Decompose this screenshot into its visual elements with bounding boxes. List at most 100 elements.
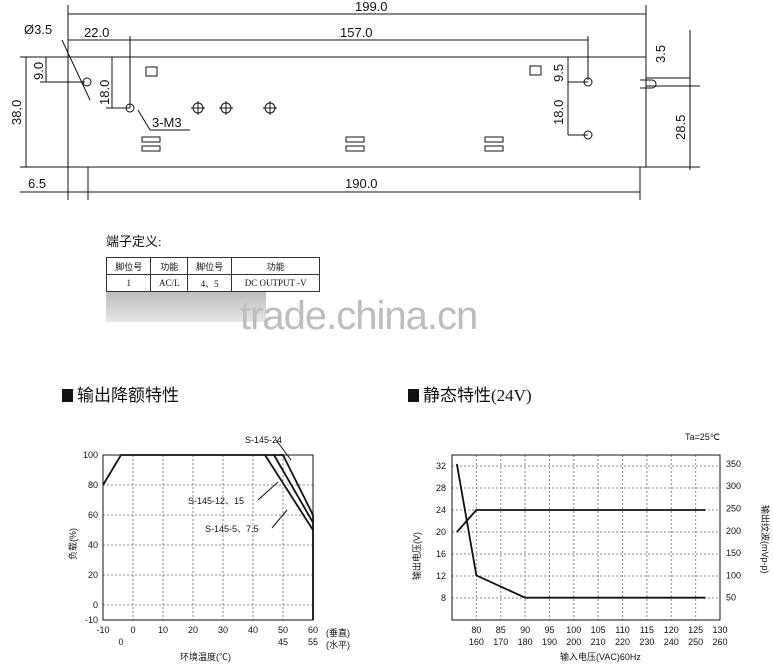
table-header-row: 脚位号 功能 脚位号 功能 [105, 257, 320, 275]
x-tick-label-secondary: 180 [518, 637, 533, 647]
table-header-cell: 脚位号 [105, 257, 152, 275]
terminal-slot [345, 145, 365, 152]
mount-hole [583, 77, 593, 87]
dim-hole-diameter: Ø3.5 [24, 22, 52, 37]
x-tick-label: 115 [640, 625, 654, 635]
y-tick-label: -10 [85, 615, 98, 625]
table-cell: DC OUTPUT -V [231, 274, 320, 292]
x-tick-label: 95 [544, 625, 554, 635]
table-header-cell: 功能 [231, 257, 320, 275]
derating-ylabel: 负载(%) [67, 528, 78, 560]
series-line [264, 454, 314, 531]
table-cell: 1 [105, 274, 152, 292]
dim-right-height: 28.5 [673, 115, 688, 140]
dim-overall-width: 199.0 [355, 0, 388, 14]
x-tick-label: 120 [664, 625, 679, 635]
x-tick-label: 110 [615, 625, 629, 635]
y-right-tick-label: 250 [726, 504, 741, 514]
terminal-slot [141, 136, 161, 143]
pin-table: 脚位号 功能 脚位号 功能 1 AC/L 4、5 DC OUTPUT -V [105, 257, 320, 292]
y-left-tick-label: 32 [436, 461, 446, 471]
x-tick-label: 85 [496, 625, 506, 635]
watermark: trade.china.cn [240, 294, 478, 338]
x-tick-label: 30 [218, 625, 228, 635]
y-tick-label: 0 [93, 600, 98, 610]
x-tick-label: 0 [130, 625, 135, 635]
x-tick-label-secondary: 45 [278, 637, 288, 647]
static-ylabel-right: 输出纹波(mVp-p) [760, 505, 771, 574]
x-tick-label-secondary: 260 [712, 637, 727, 647]
x-tick-label-secondary: 210 [591, 637, 606, 647]
x-tick-label: 105 [591, 625, 606, 635]
x-tick-label-secondary: 160 [469, 637, 484, 647]
x-tick-label: -10 [96, 625, 109, 635]
x-tick-label: 130 [712, 625, 727, 635]
y-tick-label: 40 [88, 540, 98, 550]
y-right-tick-label: 100 [726, 570, 741, 580]
y-right-tick-label: 200 [726, 526, 741, 536]
dim-right-vertical: 18.0 [551, 100, 566, 125]
y-tick-label: 20 [88, 570, 98, 580]
static-condition: Ta=25℃ [685, 432, 720, 442]
table-cell: 4、5 [186, 274, 233, 292]
dim-bottom-span: 190.0 [345, 176, 378, 191]
x-tick-label-secondary: 0 [118, 637, 123, 647]
x-tick-label-secondary: 250 [688, 637, 703, 647]
static-series [455, 463, 706, 599]
series-line [273, 454, 314, 523]
y-right-tick-label: 300 [726, 481, 741, 491]
y-tick-label: 100 [83, 450, 98, 460]
x-tick-label: 90 [520, 625, 530, 635]
board-outline [67, 56, 647, 168]
x-tick-label-secondary: 190 [542, 637, 557, 647]
dim-hole-vertical: 18.0 [97, 80, 112, 105]
x-suffix-top: (垂直) [326, 627, 350, 638]
bullet-icon [62, 389, 73, 402]
mount-hole [583, 130, 593, 140]
mount-slot [640, 79, 657, 89]
terminal-slot [141, 145, 161, 152]
dim-right-top: 3.5 [653, 45, 668, 63]
screw-label: 3-M3 [152, 115, 182, 130]
bullet-icon [408, 389, 419, 402]
derating-xlabel: 环境温度(℃) [180, 651, 231, 662]
x-tick-label: 10 [158, 625, 168, 635]
mount-hole [82, 77, 92, 87]
x-tick-label: 125 [688, 625, 703, 635]
static-xlabel: 输入电压(VAC)60Hz [560, 651, 641, 662]
derating-title: 输出降额特性 [62, 381, 179, 406]
terminal-slot [345, 136, 365, 143]
x-tick-label-secondary: 240 [664, 637, 679, 647]
table-cell: AC/L [150, 274, 188, 292]
x-tick-label-secondary: 170 [493, 637, 508, 647]
y-right-tick-label: 150 [726, 548, 741, 558]
led-marker [145, 66, 158, 77]
y-right-tick-label: 350 [726, 459, 741, 469]
x-tick-label-secondary: 230 [639, 637, 654, 647]
dim-right-hole: 9.5 [551, 64, 566, 82]
table-header-cell: 脚位号 [186, 257, 233, 275]
dim-hole-offset: 22.0 [84, 25, 109, 40]
mount-hole [125, 103, 135, 113]
x-tick-label-secondary: 220 [615, 637, 630, 647]
x-tick-label-secondary: 200 [566, 637, 581, 647]
y-tick-label: 80 [88, 480, 98, 490]
x-tick-label: 20 [188, 625, 198, 635]
dim-height: 38.0 [9, 100, 24, 125]
dim-top-edge: 9.0 [31, 62, 46, 80]
pot-marker [529, 65, 542, 76]
y-right-tick-label: 50 [726, 593, 736, 603]
derating-series [102, 454, 314, 620]
series-label-5-75: S-145-5、7.5 [205, 524, 259, 534]
pin-table-caption: 端子定义: [106, 234, 162, 249]
terminal-slot [484, 136, 504, 143]
series-label-24: S-145-24 [245, 435, 282, 445]
static-axes: 3228242016128350300250200150100508016085… [436, 454, 741, 647]
series-line [456, 509, 706, 533]
static-ylabel-left: 输出电压(V) [411, 532, 422, 580]
dim-bottom-offset: 6.5 [28, 176, 46, 191]
plot-frame [102, 454, 314, 621]
x-tick-label: 60 [308, 625, 318, 635]
series-line [455, 463, 706, 599]
